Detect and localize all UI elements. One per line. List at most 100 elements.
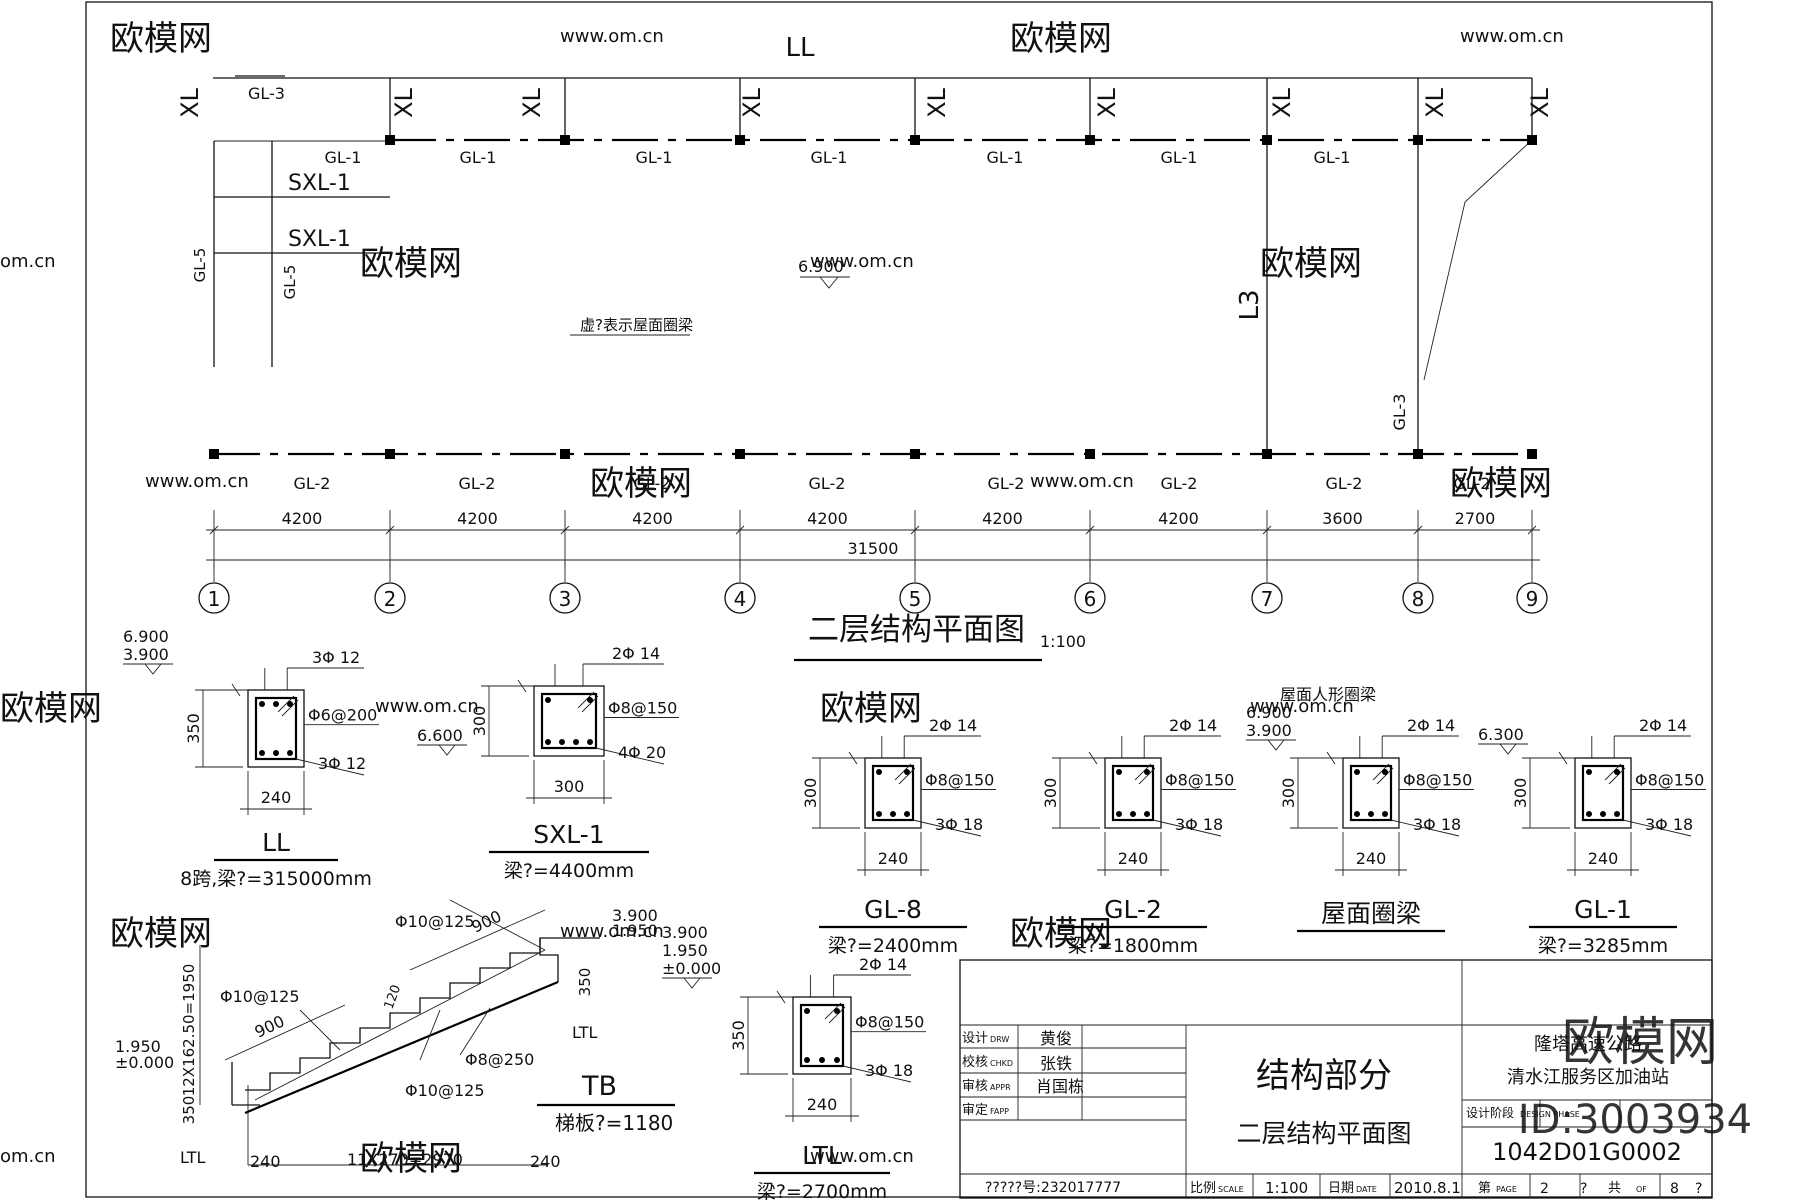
tb-phase-en: DESIGN PHASE bbox=[1520, 1110, 1580, 1119]
axis-number: 4 bbox=[734, 587, 747, 611]
column-bottom bbox=[1527, 449, 1537, 459]
dimension-tick bbox=[1527, 525, 1537, 535]
dimension-tick bbox=[1413, 525, 1423, 535]
section-name: 屋面圈梁 bbox=[1321, 899, 1421, 928]
leader bbox=[1622, 819, 1692, 837]
watermark-brand: 欧模网 bbox=[360, 1139, 462, 1179]
dim-label: 350 bbox=[576, 968, 594, 997]
rebar-top-label: 2Φ 14 bbox=[1169, 716, 1217, 735]
rebar-bottom bbox=[876, 811, 882, 817]
axis-bubble bbox=[899, 582, 931, 614]
tb-scale: 1:100 bbox=[1265, 1179, 1308, 1197]
tb-role-en: FAPP bbox=[990, 1107, 1009, 1116]
axis-bubble bbox=[549, 582, 581, 614]
height-label: 350 bbox=[729, 1020, 748, 1051]
beam-label-gl2: GL-2 bbox=[1326, 474, 1363, 493]
rebar-top bbox=[1614, 769, 1620, 775]
stirrup-label: Φ8@150 bbox=[1165, 771, 1234, 790]
column-label-xl: XL bbox=[1268, 87, 1296, 117]
stair-ltl-label: LTL bbox=[180, 1148, 205, 1167]
beam-label-gl1: GL-1 bbox=[1314, 148, 1351, 167]
dimension-tick bbox=[735, 525, 745, 535]
tb-label-en: SCALE bbox=[1218, 1185, 1244, 1194]
column-label-xl: XL bbox=[738, 87, 766, 117]
axis-number: 8 bbox=[1412, 587, 1425, 611]
rebar-bottom bbox=[1600, 811, 1606, 817]
column-top bbox=[1262, 135, 1272, 145]
width-label: 240 bbox=[1356, 849, 1387, 868]
column-top bbox=[1085, 135, 1095, 145]
dim-label: 350 bbox=[180, 1096, 198, 1125]
tb-label-en: OF bbox=[1636, 1185, 1647, 1194]
rebar-top bbox=[904, 769, 910, 775]
section-length: 梁?=2400mm bbox=[828, 935, 958, 957]
axis-bubble bbox=[374, 582, 406, 614]
stirrup-label: Φ8@150 bbox=[608, 699, 677, 718]
tb-of-mark: ? bbox=[1695, 1181, 1702, 1197]
rebar-bottom bbox=[1586, 811, 1592, 817]
axis-number: 1 bbox=[208, 587, 221, 611]
dimension-tick bbox=[209, 525, 219, 535]
rebar-bottom bbox=[1116, 811, 1122, 817]
rebar-bottom bbox=[545, 739, 551, 745]
watermark-site: www.om.cn bbox=[375, 696, 479, 717]
column-bottom bbox=[1085, 449, 1095, 459]
tb-drawing-no: 1042D01G0002 bbox=[1492, 1138, 1682, 1166]
rebar-bottom bbox=[890, 811, 896, 817]
column-bottom bbox=[560, 449, 570, 459]
axis-bubble bbox=[1402, 582, 1434, 614]
rebar-bottom bbox=[573, 739, 579, 745]
stirrup bbox=[1581, 764, 1625, 822]
column-top bbox=[735, 135, 745, 145]
rebar-label: Φ10@125 bbox=[395, 912, 475, 931]
axis-bubble bbox=[1516, 582, 1548, 614]
section-name: LTL bbox=[802, 1141, 842, 1170]
watermark-brand: 欧模网 bbox=[0, 689, 102, 729]
dimension-tick bbox=[910, 525, 920, 535]
watermark-brand: 欧模网 bbox=[1260, 244, 1362, 284]
column-top bbox=[385, 135, 395, 145]
columns bbox=[209, 135, 1537, 459]
stamp-id: ID:3003934 bbox=[1518, 1097, 1752, 1143]
elevation-mark: 1.950 bbox=[115, 1037, 161, 1056]
rebar-bottom bbox=[273, 750, 279, 756]
section-length: 梁?=3285mm bbox=[1538, 935, 1668, 957]
stair-slab-bottom bbox=[244, 980, 559, 1115]
rebar-top bbox=[834, 1008, 840, 1014]
elevation-mark: 1.950 bbox=[662, 941, 708, 960]
stair-steps bbox=[245, 937, 560, 1091]
tb-role-en: APPR bbox=[990, 1083, 1011, 1092]
column-top bbox=[1413, 135, 1423, 145]
stirrup-label: Φ8@150 bbox=[855, 1013, 924, 1032]
column-label-xl: XL bbox=[1093, 87, 1121, 117]
span-dimension: 3600 bbox=[1322, 509, 1363, 528]
axis-number: 6 bbox=[1084, 587, 1097, 611]
rebar-top bbox=[259, 701, 265, 707]
stirrup bbox=[254, 696, 298, 761]
tb-signature: 黄俊 bbox=[1040, 1029, 1072, 1048]
beam-label-l3: L3 bbox=[1235, 289, 1265, 320]
stair-name: TB bbox=[581, 1071, 617, 1102]
column-bottom bbox=[1262, 449, 1272, 459]
stair-length: 梯板?=1180 bbox=[555, 1111, 673, 1135]
rebar-bottom bbox=[904, 811, 910, 817]
dim-label: 240 bbox=[530, 1152, 561, 1171]
rebar-bottom-label: 3Φ 18 bbox=[1175, 815, 1223, 834]
watermark-brand: 欧模网 bbox=[820, 689, 922, 729]
stirrup-hook bbox=[1604, 763, 1622, 781]
elevation-mark: 3.900 bbox=[612, 906, 658, 925]
stirrup-label: Φ8@150 bbox=[925, 771, 994, 790]
plan-scale: 1:100 bbox=[1040, 632, 1086, 651]
section-outline bbox=[533, 685, 605, 757]
axis-number: 3 bbox=[559, 587, 572, 611]
beam-label-gl5: GL-5 bbox=[281, 265, 299, 300]
rebar-top-label: 2Φ 14 bbox=[1407, 716, 1455, 735]
tb-role-en: CHKD bbox=[990, 1059, 1013, 1068]
section-outline bbox=[247, 689, 305, 768]
rebar-top bbox=[1116, 769, 1122, 775]
